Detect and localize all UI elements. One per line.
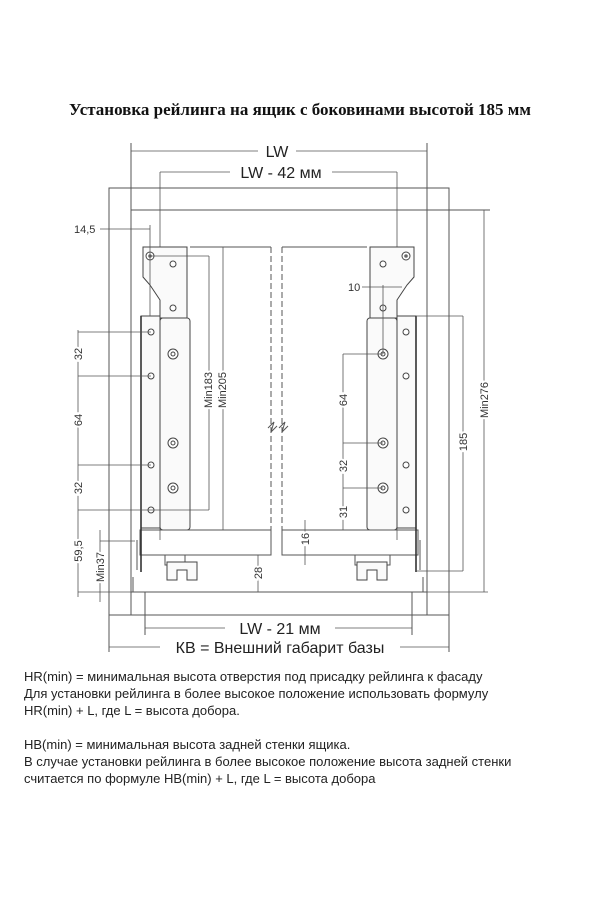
dimension-14-5: 14,5 [74,224,151,316]
lw-42-label: LW - 42 мм [240,165,321,182]
left-rail-bracket [140,246,191,531]
dimension-min276: Min276 [427,210,493,593]
d16-label: 16 [300,533,312,545]
min276-label: Min276 [479,382,491,418]
lw-label: LW [266,144,290,161]
left-32-bottom-label: 32 [73,482,85,494]
dimension-min183-min205: Min183 Min205 [150,247,231,530]
note-line: В случае установки рейлинга в более высо… [24,754,512,769]
d10-label: 10 [348,282,360,294]
note-line: HR(min) = минимальная высота отверстия п… [24,669,483,684]
dimension-185: 185 [416,315,472,572]
min205-label: Min205 [217,372,229,408]
left-64-label: 64 [73,414,85,426]
note-line: HB(min) = минимальная высота задней стен… [24,737,351,752]
lw-21-label: LW - 21 мм [239,621,320,638]
right-64-label: 64 [338,394,350,406]
back-panel [190,246,367,555]
dimension-10: 10 [348,282,402,354]
min37-label: Min37 [95,552,107,582]
note-line: Для установки рейлинга в более высокое п… [24,686,489,701]
notes: HR(min) = минимальная высота отверстия п… [24,668,511,787]
d185-label: 185 [458,433,470,451]
dimension-lw: LW [131,144,427,161]
right-31-label: 31 [338,506,350,518]
dimension-lw-42: LW - 42 мм [159,165,398,540]
dimension-16: 16 [298,520,314,565]
note-spacer [24,719,511,736]
drawer-bottom [139,528,419,572]
right-32-label: 32 [338,460,350,472]
right-runner [354,540,424,592]
left-runner [132,540,198,592]
kb-label: КВ = Внешний габарит базы [176,640,385,657]
min183-label: Min183 [203,372,215,408]
note-line: HR(min) + L, где L = высота добора. [24,703,240,718]
dimension-28: 28 [251,555,267,592]
cabinet-frame [108,143,490,652]
d14-5-label: 14,5 [74,224,95,236]
right-hole-dimensions: 64 32 31 [336,353,383,530]
left-hole-dimensions: 32 64 32 59,5 Min37 [71,330,209,602]
dimension-kb: КВ = Внешний габарит базы [109,640,449,657]
d28-label: 28 [253,567,265,579]
d59-5-label: 59,5 [73,540,85,561]
right-rail-bracket [366,246,417,531]
dimension-lw-21: LW - 21 мм [145,621,412,638]
note-line: считается по формуле HB(min) + L, где L … [24,771,376,786]
diagram-title: Установка рейлинга на ящик с боковинами … [69,100,531,119]
left-32-top-label: 32 [73,348,85,360]
